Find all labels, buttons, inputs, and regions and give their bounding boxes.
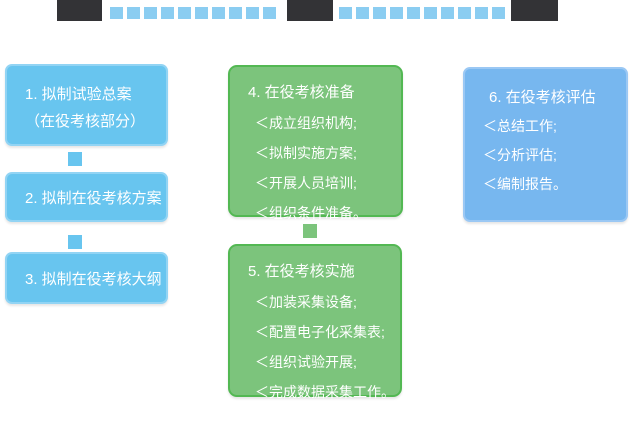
- box-item: ＜配置电子化采集表;: [255, 324, 385, 340]
- box-item: ＜拟制实施方案;: [255, 145, 357, 161]
- step-box-4: 4. 在役考核准备 ＜成立组织机构; ＜拟制实施方案; ＜开展人员培训; ＜组织…: [228, 65, 403, 221]
- box-title: 6. 在役考核评估: [489, 89, 596, 106]
- box-title: 4. 在役考核准备: [248, 84, 355, 101]
- header-square: [144, 7, 157, 19]
- header-square: [475, 7, 488, 19]
- header-square: [441, 7, 454, 19]
- header-square: [212, 7, 225, 19]
- header-square: [356, 7, 369, 19]
- connector-square-green: [303, 224, 317, 238]
- step-box-2: 2. 拟制在役考核方案: [5, 172, 168, 222]
- box-item: ＜完成数据采集工作。: [255, 384, 395, 400]
- box-item: ＜开展人员培训;: [255, 175, 357, 191]
- box-item: ＜编制报告。: [483, 176, 567, 192]
- connector-square-blue-2: [68, 235, 82, 249]
- box-item: ＜成立组织机构;: [255, 115, 357, 131]
- header-square: [339, 7, 352, 19]
- box-item: ＜总结工作;: [483, 118, 557, 134]
- header-dark-block-2: [287, 0, 333, 21]
- header-square: [407, 7, 420, 19]
- header-square: [492, 7, 505, 19]
- step-box-5: 5. 在役考核实施 ＜加装采集设备; ＜配置电子化采集表; ＜组织试验开展; ＜…: [228, 244, 402, 400]
- header-square: [195, 7, 208, 19]
- box-item: ＜组织条件准备。: [255, 205, 367, 221]
- header-square: [110, 7, 123, 19]
- header-square: [127, 7, 140, 19]
- box-item: ＜组织试验开展;: [255, 354, 357, 370]
- step-box-6: 6. 在役考核评估 ＜总结工作; ＜分析评估; ＜编制报告。: [463, 67, 628, 222]
- header-dark-block-3: [511, 0, 558, 21]
- header-square: [373, 7, 386, 19]
- header-square: [390, 7, 403, 19]
- header-dark-block-1: [57, 0, 102, 21]
- box-line: 2. 拟制在役考核方案: [25, 189, 162, 207]
- header-square: [229, 7, 242, 19]
- header-square: [458, 7, 471, 19]
- step-box-3: 3. 拟制在役考核大纲: [5, 252, 168, 304]
- header-square-row-2: [339, 7, 505, 19]
- header-square: [161, 7, 174, 19]
- header-square: [424, 7, 437, 19]
- header-square: [246, 7, 259, 19]
- box-title: 5. 在役考核实施: [248, 263, 355, 280]
- box-line: 3. 拟制在役考核大纲: [25, 270, 162, 288]
- box-item: ＜加装采集设备;: [255, 294, 357, 310]
- header-square-row-1: [110, 7, 276, 19]
- step-box-1: 1. 拟制试验总案 （在役考核部分）: [5, 64, 168, 146]
- connector-square-blue-1: [68, 152, 82, 166]
- header-square: [263, 7, 276, 19]
- box-line: 1. 拟制试验总案: [25, 86, 132, 103]
- box-item: ＜分析评估;: [483, 147, 557, 163]
- header-square: [178, 7, 191, 19]
- box-line: （在役考核部分）: [25, 113, 146, 130]
